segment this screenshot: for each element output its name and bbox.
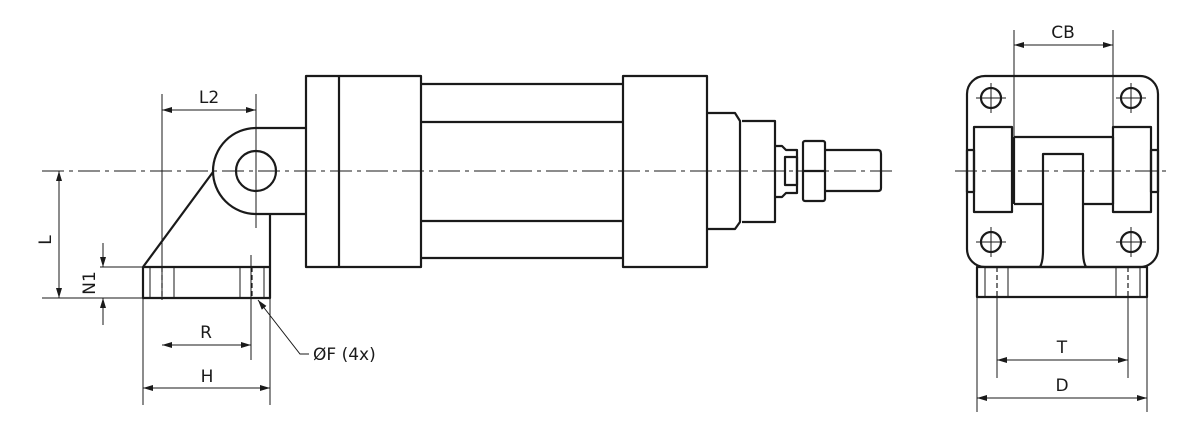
label-T: T (1056, 338, 1068, 358)
dimension-L2: L2 (161, 88, 257, 300)
front-cap (621, 74, 709, 269)
dimension-T: T (996, 297, 1129, 378)
dimension-N1: N1 (80, 243, 143, 325)
label-N1: N1 (80, 271, 100, 295)
label-CB: CB (1051, 23, 1075, 43)
mounting-holes (976, 83, 1146, 257)
dimension-CB: CB (1013, 23, 1114, 137)
gland (707, 111, 742, 231)
pivot-stem (1039, 152, 1087, 268)
label-L: L (36, 235, 56, 245)
pivot-bracket (141, 126, 306, 300)
label-H: H (201, 367, 214, 387)
dimension-D: D (976, 297, 1148, 412)
end-view: CB T D (955, 23, 1169, 412)
left-trunnion (972, 125, 1014, 214)
clevis-lug (211, 126, 306, 216)
piston-rod (825, 148, 883, 193)
end-base (975, 265, 1149, 299)
callout-F: ØF (4x) (257, 299, 376, 365)
dimension-R: R (162, 255, 252, 360)
side-view: L2 L N1 R H ØF (4x) (36, 74, 895, 405)
label-R: R (200, 323, 212, 343)
dimension-L: L (36, 171, 143, 299)
dimension-H: H (142, 298, 271, 405)
cylinder-body (304, 74, 883, 269)
label-D: D (1055, 376, 1068, 396)
label-F: ØF (4x) (313, 345, 376, 365)
rear-cap (304, 74, 423, 269)
label-L2: L2 (199, 88, 219, 108)
right-trunnion (1111, 125, 1153, 214)
